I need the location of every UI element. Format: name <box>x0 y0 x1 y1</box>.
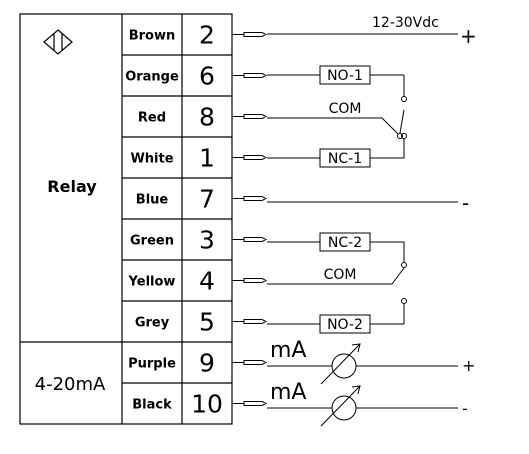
wire-color-label: Black <box>132 398 172 413</box>
pin-number: 7 <box>199 185 215 214</box>
connector-plug-icon <box>232 73 268 78</box>
connector-plug-icon <box>232 114 268 119</box>
output-plus-label: + <box>462 356 475 375</box>
ammeter-icon <box>320 385 361 427</box>
external-circuit <box>267 33 458 409</box>
pin-number: 5 <box>199 308 215 337</box>
connector-plug-icon <box>232 278 268 283</box>
output-minus-label: - <box>462 399 468 418</box>
connector-plug-icon <box>232 196 268 201</box>
terminal-row: Green 3 <box>130 226 268 255</box>
ma-label-2: mA <box>270 380 306 405</box>
connector-plug-icon <box>232 401 268 406</box>
wire-color-label: Yellow <box>128 275 176 290</box>
wire-color-label: White <box>130 152 173 167</box>
wire-color-label: Blue <box>136 193 169 208</box>
ma-label-1: mA <box>270 338 306 363</box>
terminal-row: Orange 6 <box>125 62 268 91</box>
pin-number: 10 <box>191 390 223 419</box>
terminal-row: Grey 5 <box>135 308 268 337</box>
connector-plug-icon <box>232 32 268 37</box>
connector-plug-icon <box>232 237 268 242</box>
connector-plug-icon <box>232 155 268 160</box>
supply-plus-label: + <box>460 24 477 48</box>
analog-group-label: 4-20mA <box>35 374 106 395</box>
no2-label: NO-2 <box>327 317 363 333</box>
relay1-contact-arm <box>399 109 405 134</box>
wire-color-label: Orange <box>125 70 179 85</box>
nc2-label: NC-2 <box>328 235 362 251</box>
wire-color-label: Green <box>130 234 174 249</box>
wire-color-label: Red <box>138 111 166 126</box>
no1-label: NO-1 <box>327 68 363 84</box>
terminal-row: Red 8 <box>138 103 268 132</box>
wire-color-label: Grey <box>135 316 170 331</box>
pin-number: 2 <box>199 21 215 50</box>
proximity-sensor-icon <box>43 29 73 55</box>
terminal-row: Yellow 4 <box>128 267 268 296</box>
terminal-row: Blue 7 <box>136 185 268 214</box>
wire-color-label: Purple <box>128 357 176 372</box>
pin-number: 3 <box>199 226 215 255</box>
connector-plug-icon <box>232 319 268 324</box>
terminal-row: Purple 9 <box>128 349 268 378</box>
com1-label: COM <box>329 101 362 117</box>
nc1-label: NC-1 <box>328 151 362 167</box>
terminal-row: White 1 <box>130 144 268 173</box>
pin-number: 8 <box>199 103 215 132</box>
pin-number: 4 <box>199 267 215 296</box>
connector-plug-icon <box>232 360 268 365</box>
supply-voltage-label: 12-30Vdc <box>372 15 439 31</box>
relay-group-label: Relay <box>47 177 97 196</box>
wire-color-label: Brown <box>129 29 176 44</box>
pin-number: 6 <box>199 62 215 91</box>
supply-minus-label: - <box>462 191 469 215</box>
ammeter-icon <box>320 343 361 385</box>
row-dividers <box>122 54 232 384</box>
terminal-row: Brown 2 <box>129 21 268 50</box>
pin-number: 9 <box>199 349 215 378</box>
pin-number: 1 <box>199 144 215 173</box>
terminal-row: Black 10 <box>132 390 268 419</box>
com2-label: COM <box>324 267 357 283</box>
